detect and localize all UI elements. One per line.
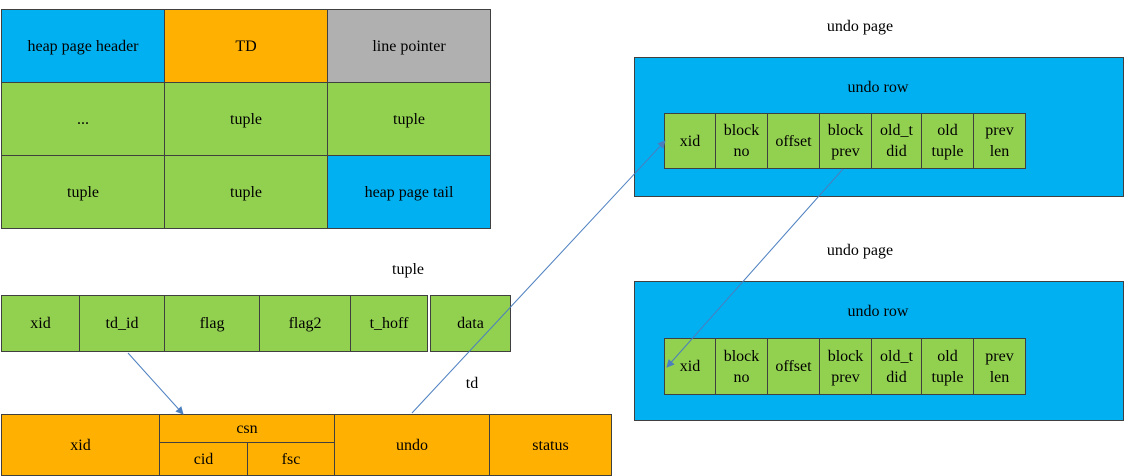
- undo-field-block-no: block no: [715, 338, 768, 395]
- td-field-fsc: fsc: [247, 442, 335, 476]
- tuple-title: tuple: [392, 261, 424, 278]
- undo-field-offset: offset: [767, 113, 820, 169]
- tuple-field-flag: flag: [164, 295, 260, 352]
- heap-page-td-cell: TD: [164, 9, 328, 83]
- heap-page-tuple-cell: tuple: [327, 82, 491, 156]
- undo-field-prev-len: prev len: [973, 113, 1026, 169]
- undo-field-block-prev: block prev: [819, 338, 872, 395]
- undo-field-block-prev: block prev: [819, 113, 872, 169]
- td-field-cid: cid: [159, 442, 248, 476]
- undo-page-title: undo page: [826, 18, 894, 35]
- undo-field-xid: xid: [664, 338, 716, 395]
- undo-field-block-no: block no: [715, 113, 768, 169]
- tuple-field-t-hoff: t_hoff: [350, 295, 428, 352]
- td-field-csn: csn: [159, 414, 335, 443]
- undo-field-old-tuple: old tuple: [921, 113, 974, 169]
- heap-page-line-pointer-cell: line pointer: [327, 9, 491, 83]
- tuple-field-xid: xid: [1, 295, 80, 352]
- undo-field-old-tuple: old tuple: [921, 338, 974, 395]
- td-field-undo: undo: [334, 414, 490, 476]
- heap-page-tail-cell: heap page tail: [327, 155, 491, 229]
- td-field-status: status: [489, 414, 612, 476]
- undo-page-title: undo page: [826, 242, 894, 259]
- undo-field-old-tdid: old_t did: [871, 338, 922, 395]
- heap-page-tuple-cell: tuple: [164, 155, 328, 229]
- tuple-field-td-id: td_id: [79, 295, 165, 352]
- tdid-to-td-arrow: [127, 352, 184, 415]
- td-title: td: [465, 375, 479, 392]
- heap-page-header-cell: heap page header: [1, 9, 165, 83]
- undo-field-xid: xid: [664, 113, 716, 169]
- tuple-field-data: data: [430, 295, 511, 352]
- undo-row-title: undo row: [847, 303, 909, 320]
- heap-page-tuple-cell: tuple: [1, 155, 165, 229]
- tuple-field-flag2: flag2: [259, 295, 351, 352]
- heap-page-tuple-cell: tuple: [164, 82, 328, 156]
- undo-row-title: undo row: [847, 79, 909, 96]
- undo-field-prev-len: prev len: [973, 338, 1026, 395]
- td-field-xid: xid: [1, 414, 160, 476]
- undo-field-old-tdid: old_t did: [871, 113, 922, 169]
- heap-page-ellipsis-cell: ...: [1, 82, 165, 156]
- undo-field-offset: offset: [767, 338, 820, 395]
